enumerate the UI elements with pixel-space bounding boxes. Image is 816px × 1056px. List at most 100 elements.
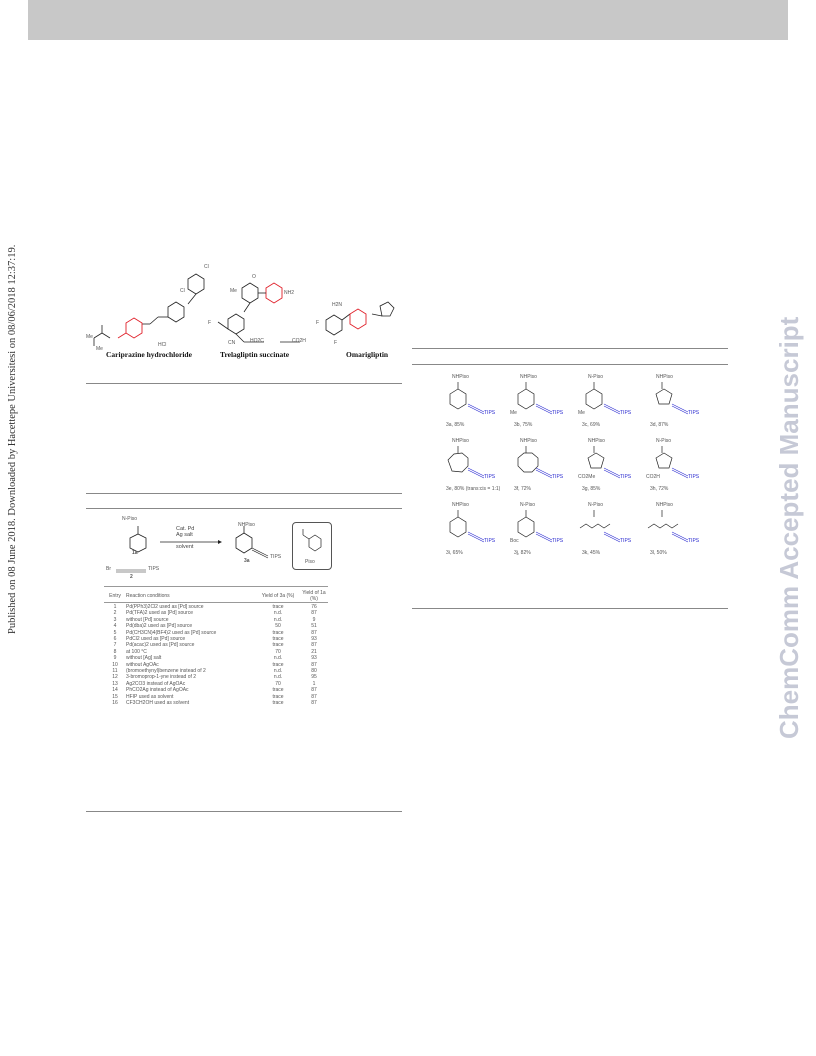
cell-yield-3a: 70 [275,680,281,687]
product-id: 3a [244,558,250,564]
cell-entry: 3 [113,616,117,623]
product-id: 3c, 69% [582,422,601,428]
cell-entry: 11 [112,668,118,675]
product-id: 3j, 82% [514,550,531,556]
cell-yield-3a: trace [272,687,284,694]
cell-conditions: (bromoethynyl)benzene instead of 2 [126,668,206,675]
cell-yield-3a: trace [272,604,284,610]
table1-top-rule [86,493,402,494]
cell-yield-1a: 87 [311,693,317,700]
cell-entry: 15 [112,693,118,700]
atom-label-me: Me [96,346,103,352]
substrate-label: N-Piso [122,516,138,522]
product-nh-label: NHPiso [520,374,537,380]
product-nh-label: N-Piso [656,438,672,444]
cell-entry: 7 [113,642,117,649]
accepted-manuscript-watermark: ChemComm Accepted Manuscript [774,316,804,740]
atom-label-cl: Cl [180,288,185,294]
cell-yield-3a: n.d. [273,655,283,662]
product-substituent: Me [578,410,585,416]
cell-conditions: Pd(TFA)2 used as [Pd] source [126,610,193,617]
inset-label: Piso [305,559,315,565]
cell-conditions: at 100 °C [126,648,147,655]
col-yield-1a: Yield of 1a (%) [302,589,326,603]
cell-yield-3a: n.d. [273,674,283,681]
reaction-arrow [160,540,222,544]
cell-entry: 4 [113,623,117,630]
product-nh-label: NHPiso [588,438,605,444]
table1-col-header-bottom [104,602,328,603]
cell-entry: 10 [112,661,118,668]
cell-yield-1a: 87 [311,661,317,668]
reagent-alkyne [116,569,146,573]
product-id: 3k, 45% [582,550,601,556]
cell-conditions: Pd(PPh3)2Cl2 used as [Pd] source [126,604,204,610]
cell-conditions: Ag2CO3 instead of AgOAc [126,680,186,687]
col-yield-3a: Yield of 3a (%) [261,592,295,599]
cell-yield-3a: trace [272,629,284,636]
product-tips-label: TIPS [620,538,632,544]
product-nh-label: NHPiso [238,522,255,528]
product-id: 3l, 50% [650,550,667,556]
cell-conditions: Pd(dba)2 used as [Pd] source [126,623,193,630]
cell-yield-1a: 80 [311,668,317,675]
cell-yield-3a: trace [272,693,284,700]
cell-conditions: without [Ag] salt [126,655,162,662]
product-structure [655,446,689,479]
cell-yield-1a: 21 [311,648,317,655]
cell-yield-3a: trace [272,642,284,649]
substrate-id: 1a [132,550,138,556]
drug-name-omarigliptin: Omarigliptin [346,350,389,359]
table1-header-rule [86,508,402,509]
product-structure [579,510,621,543]
header-bar [28,0,788,40]
cell-yield-3a: n.d. [273,616,283,623]
atom-label-hcl: HCl [158,342,167,348]
product-id: 3a, 85% [446,422,465,428]
cell-yield-3a: 70 [275,648,281,655]
cell-entry: 5 [113,629,117,636]
product-structure [447,446,485,479]
publication-watermark: Published on 08 June 2018. Downloaded by… [7,244,18,635]
cell-yield-1a: 93 [311,636,317,643]
product-substituent: CO2H [646,474,660,480]
col-entry: Entry [109,592,121,599]
trelagliptin-structure [217,282,300,343]
drug-name-trelagliptin: Trelagliptin succinate [220,350,290,359]
cell-yield-1a: 93 [311,655,317,662]
product-substituent: CO2Me [578,474,596,480]
conditions-table: Entry Reaction conditions Yield of 3a (%… [104,588,330,707]
cell-entry: 16 [112,700,118,707]
cell-entry: 13 [112,680,118,687]
product-tips-label: TIPS [270,554,282,560]
product-tips-label: TIPS [484,410,496,416]
product-substituent: Me [510,410,517,416]
cell-conditions: HFIP used as solvent [126,693,174,700]
cell-yield-1a: 87 [311,629,317,636]
atom-label-h2n: H2N [332,302,343,308]
cell-yield-3a: trace [272,661,284,668]
product-tips-label: TIPS [484,474,496,480]
product-tips-label: TIPS [688,410,700,416]
product-structure [517,446,553,479]
product-structure [655,382,689,415]
atom-label-nh2: NH2 [284,290,295,296]
product-nh-label: N-Piso [588,374,604,380]
cariprazine-structure [93,273,205,346]
product-id: 3i, 65% [446,550,463,556]
